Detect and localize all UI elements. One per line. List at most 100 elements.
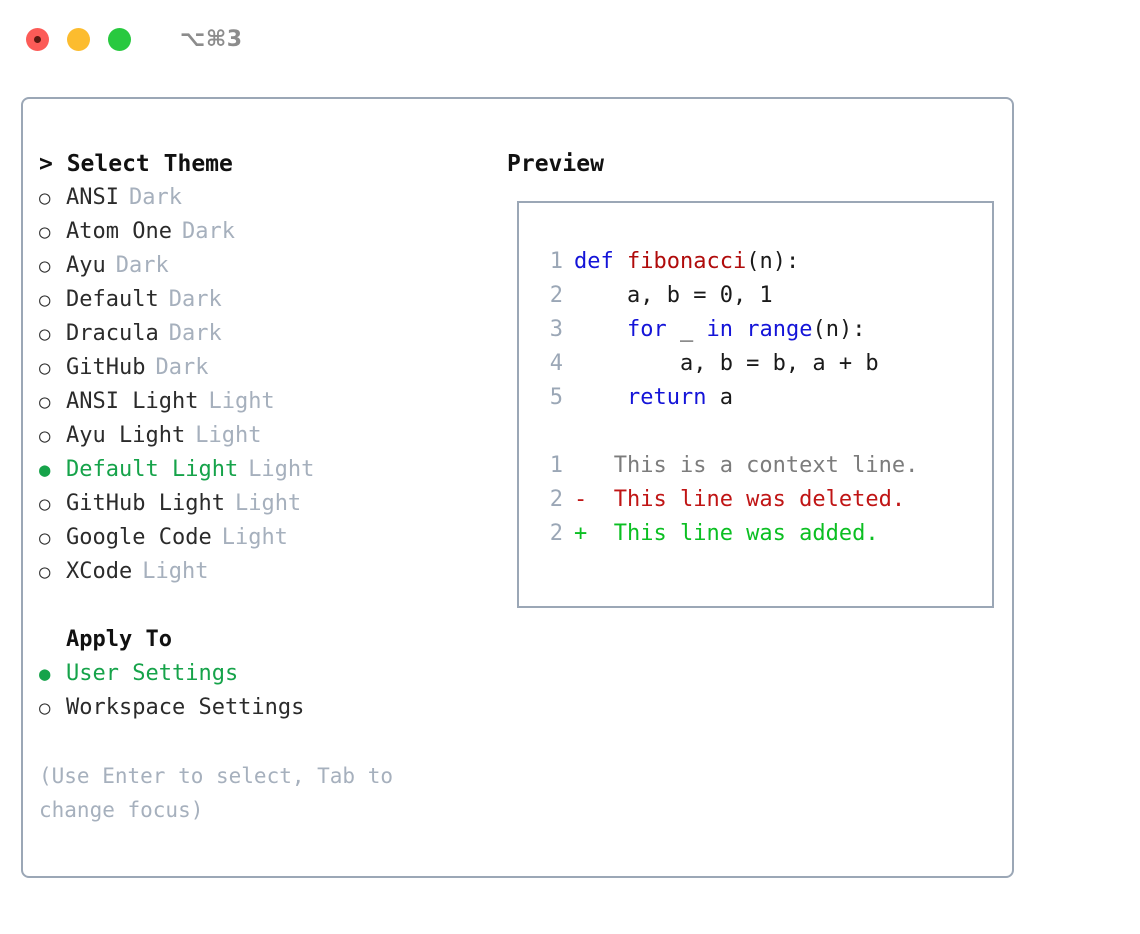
theme-option-label: XCode (66, 559, 133, 584)
select-theme-header: > Select Theme (39, 151, 233, 177)
code-line-number: 5 (549, 385, 563, 410)
code-token: (n): (746, 249, 800, 274)
code-token: (n): (812, 317, 866, 342)
code-line-number: 3 (549, 317, 563, 342)
apply-to-header: Apply To (66, 627, 172, 652)
diff-line-text: This line was deleted. (600, 487, 906, 512)
radio-selected-icon: ● (39, 459, 51, 481)
title-bar: ⌥⌘3 (0, 0, 1140, 78)
code-line-text: a, b = b, a + b (574, 347, 879, 381)
code-line: 1 def fibonacci(n): (531, 245, 992, 279)
theme-option-tag: Light (195, 423, 262, 448)
theme-option-label: GitHub (66, 355, 146, 380)
maximize-window-button[interactable] (108, 27, 131, 51)
traffic-light-controls (26, 27, 131, 51)
theme-option-label: Ayu (66, 253, 106, 278)
code-token: return (626, 385, 707, 410)
radio-selected-icon: ● (39, 663, 51, 685)
diff-line-number: 1 (549, 453, 563, 478)
theme-option-github[interactable]: ○ GitHub Dark (39, 351, 497, 385)
radio-unselected-icon: ○ (39, 221, 51, 243)
diff-line-add: 2+ This line was added. (531, 517, 992, 551)
diff-line-text: This line was added. (600, 521, 879, 546)
diff-line-number: 2 (549, 487, 563, 512)
apply-option-workspace-settings[interactable]: ○Workspace Settings (39, 691, 497, 725)
theme-option-dracula[interactable]: ○ Dracula Dark (39, 317, 497, 351)
code-line-text: a, b = 0, 1 (574, 279, 773, 313)
apply-option-label: User Settings (66, 661, 239, 686)
code-token: range (746, 317, 813, 342)
theme-option-tag: Dark (181, 219, 235, 244)
theme-option-atom-one[interactable]: ○ Atom One Dark (39, 215, 497, 249)
code-token: _ (666, 317, 707, 342)
theme-option-label: Atom One (66, 219, 172, 244)
radio-unselected-icon: ○ (39, 391, 51, 413)
code-line-number: 1 (549, 249, 563, 274)
apply-to-option-list: ● User Settings ○Workspace Settings (39, 657, 497, 725)
code-token: a, b = b, a + b (574, 351, 879, 376)
code-line: 2 a, b = 0, 1 (531, 279, 992, 313)
radio-unselected-icon: ○ (39, 527, 51, 549)
code-line-text: for _ in range(n): (574, 313, 865, 347)
code-token: fibonacci (626, 249, 747, 274)
theme-option-tag: Dark (155, 355, 209, 380)
close-window-button[interactable] (26, 27, 49, 51)
apply-option-user-settings[interactable]: ● User Settings (39, 657, 497, 691)
diff-line-del: 2- This line was deleted. (531, 483, 992, 517)
code-token (733, 317, 746, 342)
theme-option-tag: Dark (168, 321, 222, 346)
code-line-text: return a (574, 381, 733, 415)
theme-option-tag: Dark (128, 185, 182, 210)
theme-option-default[interactable]: ○ Default Dark (39, 283, 497, 317)
code-line: 4 a, b = b, a + b (531, 347, 992, 381)
theme-option-label: GitHub Light (66, 491, 225, 516)
minimize-window-button[interactable] (67, 27, 90, 51)
theme-option-ayu-light[interactable]: ○ Ayu Light Light (39, 419, 497, 453)
list-spacer (39, 589, 497, 623)
code-line-text: def fibonacci(n): (574, 245, 799, 279)
theme-option-tag: Light (221, 525, 288, 550)
radio-unselected-icon: ○ (39, 289, 51, 311)
code-token (574, 317, 627, 342)
diff-sample: 1 This is a context line.2- This line wa… (531, 449, 992, 551)
code-token (574, 385, 627, 410)
theme-option-google-code[interactable]: ○ Google Code Light (39, 521, 497, 555)
diff-line-text: This is a context line. (600, 453, 919, 478)
theme-option-label: ANSI Light (66, 389, 199, 414)
theme-option-tag: Dark (168, 287, 222, 312)
theme-option-label: Ayu Light (66, 423, 186, 448)
code-token: a, b = 0, 1 (574, 283, 773, 308)
theme-option-label: Default Light (66, 457, 239, 482)
keyboard-hint-text: (Use Enter to select, Tab to change focu… (39, 764, 406, 822)
theme-option-label: Google Code (66, 525, 212, 550)
theme-option-label: Dracula (66, 321, 159, 346)
radio-unselected-icon: ○ (39, 357, 51, 379)
theme-option-tag: Light (248, 457, 315, 482)
code-token: a (706, 385, 733, 410)
theme-option-tag: Light (234, 491, 302, 516)
theme-option-label: ANSI (66, 185, 119, 210)
diff-line-ctx: 1 This is a context line. (531, 449, 992, 483)
radio-unselected-icon: ○ (39, 425, 51, 447)
code-diff-separator (531, 415, 992, 449)
window-title: ⌥⌘3 (180, 26, 243, 52)
diff-marker: - (574, 487, 588, 512)
diff-marker (574, 449, 600, 483)
theme-option-label: Default (66, 287, 159, 312)
diff-line-number: 2 (549, 521, 563, 546)
theme-option-tag: Light (208, 389, 275, 414)
radio-unselected-icon: ○ (39, 323, 51, 345)
code-line-number: 2 (549, 283, 563, 308)
theme-option-default-light[interactable]: ● Default Light Light (39, 453, 497, 487)
theme-option-ansi-light[interactable]: ○ ANSI Light Light (39, 385, 497, 419)
theme-option-tag: Light (142, 559, 209, 584)
code-line-number: 4 (549, 351, 563, 376)
